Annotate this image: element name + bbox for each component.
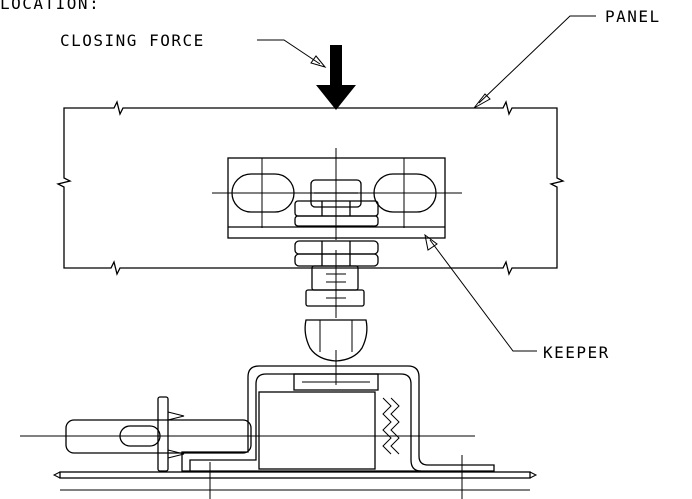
keeper-label: KEEPER	[543, 343, 610, 362]
latch-body	[52, 365, 538, 491]
panel-label: PANEL	[605, 7, 661, 26]
panel-leader	[473, 15, 596, 109]
location-label: LOCATION:	[0, 0, 100, 13]
keeper-leader	[424, 233, 537, 352]
closing-force-arrow	[316, 45, 356, 110]
centerlines	[20, 148, 475, 499]
closing-force-label: CLOSING FORCE	[60, 31, 205, 50]
closing-force-leader	[257, 39, 327, 68]
panel-outline	[56, 100, 565, 276]
threaded-stud	[305, 265, 365, 307]
